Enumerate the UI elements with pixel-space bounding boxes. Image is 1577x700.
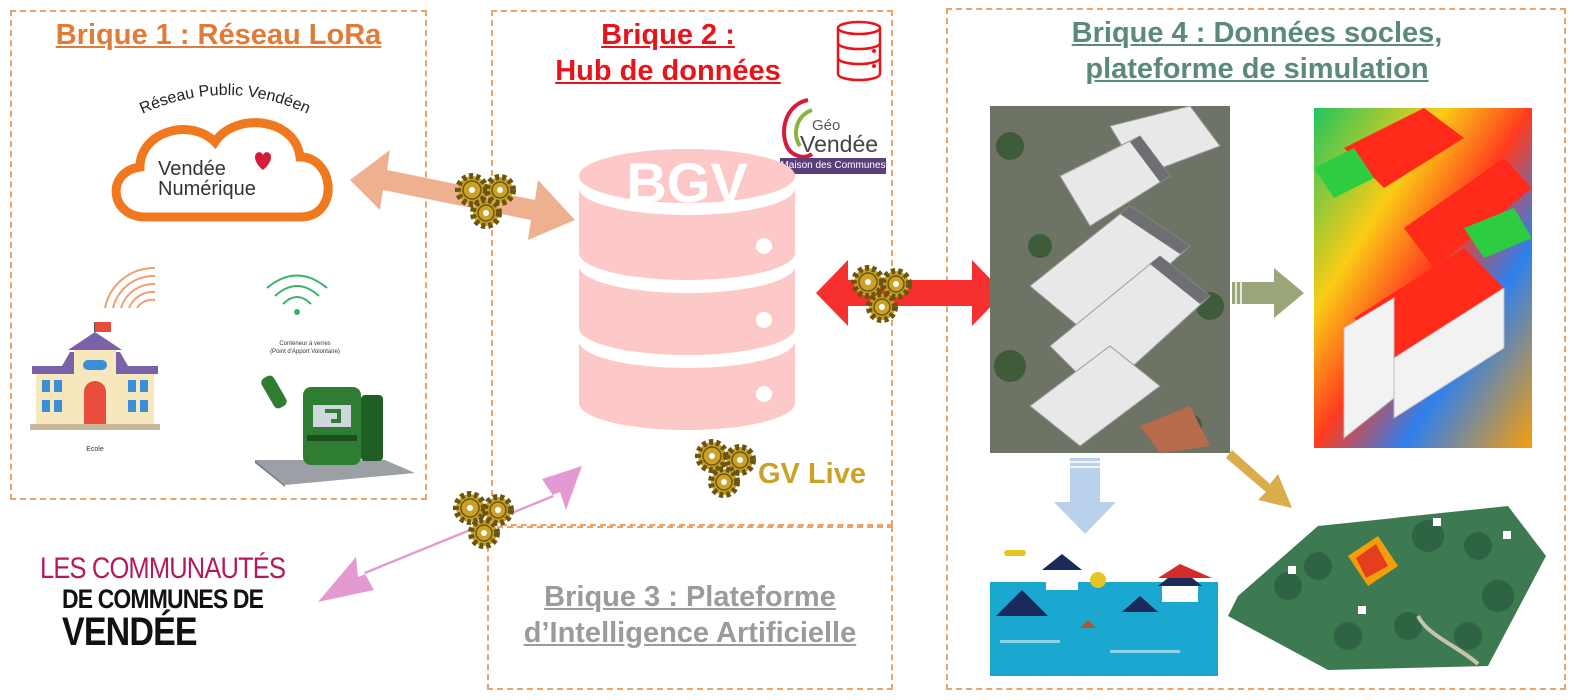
simulation-heatmap-image xyxy=(1314,108,1532,448)
wifi-green-icon xyxy=(266,274,328,315)
arrow-bgv-brick4 xyxy=(816,260,1004,326)
geo-logo-line3: Maison des Communes xyxy=(780,158,886,174)
glass-container-icon xyxy=(255,375,415,487)
cc-logo-line1: LES COMMUNAUTÉS xyxy=(40,552,286,585)
logo-numerique-text: Numérique xyxy=(158,178,256,200)
geovendee-swirl-icon xyxy=(782,98,814,159)
gears-icon-live xyxy=(695,439,756,498)
brick1-box xyxy=(10,10,427,500)
bgv-label: BGV xyxy=(626,151,748,214)
gears-icon-bgv xyxy=(851,265,912,323)
gears-icon-lora xyxy=(455,173,516,229)
cc-logo-line2: DE COMMUNES DE xyxy=(62,584,264,614)
cloud-logo xyxy=(111,118,333,222)
brick4-title-2: plateforme de simulation xyxy=(1085,53,1429,85)
brick4-title-1: Brique 4 : Données socles, xyxy=(1071,17,1443,49)
brick3-title-2: d’Intelligence Artificielle xyxy=(523,617,857,649)
gv-live-label: GV Live xyxy=(758,458,866,490)
container-caption-1: Conteneur à verres xyxy=(279,341,331,347)
gears-icon-cc xyxy=(453,491,514,549)
arrow-sim xyxy=(1232,268,1304,318)
brick3-box xyxy=(487,526,893,690)
brick2-title-1: Brique 2 : xyxy=(601,19,735,51)
signal-orange-icon xyxy=(104,266,156,309)
arc-text-svg: Réseau Public Vendéen xyxy=(137,82,313,118)
forest-fire-illustration xyxy=(1228,506,1546,670)
flood-illustration xyxy=(990,550,1218,676)
container-caption-2: (Point d'Apport Volontaire) xyxy=(270,349,340,355)
brick1-title: Brique 1 : Réseau LoRa xyxy=(55,19,382,51)
brick3-title-1: Brique 3 : Plateforme xyxy=(544,581,836,613)
arrow-flood xyxy=(1054,458,1116,534)
geo-logo-line2: Vendée xyxy=(800,131,879,157)
school-icon xyxy=(30,322,160,430)
cc-logo-line3: VENDÉE xyxy=(62,610,198,654)
database-icon xyxy=(836,20,882,82)
arrow-fire xyxy=(1226,450,1292,508)
bgv-database xyxy=(579,149,795,430)
logo-vendee-text: Vendée xyxy=(158,158,226,180)
brick4-box xyxy=(946,8,1566,690)
brick2-box xyxy=(491,10,893,526)
brick2-title-2: Hub de données xyxy=(555,55,781,87)
city-3d-image xyxy=(990,106,1230,453)
school-caption: Ecole xyxy=(86,446,104,453)
arrow-cc-bgv xyxy=(318,466,582,602)
geo-logo-line1: Géo xyxy=(812,117,841,134)
